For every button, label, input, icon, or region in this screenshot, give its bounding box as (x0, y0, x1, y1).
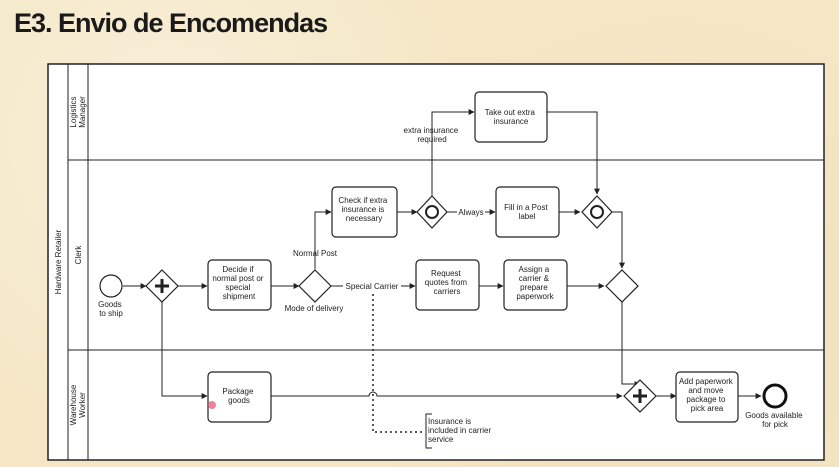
task-extra-insurance (474, 91, 548, 143)
pool-label: Hardware Retailer (54, 229, 63, 294)
parallel-split-gateway (145, 269, 179, 303)
flow-join-to-merge (612, 211, 625, 269)
mode-of-delivery-gateway (298, 269, 332, 303)
flow-split-to-package (161, 302, 208, 399)
start-event (99, 274, 123, 298)
task-add-paperwork-label: Add paperwork and move package to pick a… (679, 377, 735, 413)
end-event-label: Goods available for pick (745, 411, 805, 429)
parallel-join-gateway (623, 379, 657, 413)
flow-insurance-to-join (547, 111, 600, 195)
slide-title: E3. Envio de Encomendas (14, 8, 328, 38)
lane-label-clerk: Clerk (74, 245, 83, 265)
extra-insurance-required-label: extra insurance required (404, 126, 461, 144)
task-check-insurance (331, 186, 398, 238)
start-event-label: Goods to ship (98, 300, 124, 318)
task-fill-post-label-text: Fill in a Post label (504, 203, 550, 221)
flow-package-to-sync (271, 391, 623, 399)
lane-label-warehouse: WarehouseWorker (69, 384, 87, 425)
always-label-bg (457, 206, 485, 217)
task-decide-shipment-label: Decide if normal post or special shipmen… (212, 265, 265, 301)
flow-extra-required (431, 109, 475, 196)
extra-insurance-gateway (416, 195, 448, 229)
lane-label-logistics: LogisticsManager (69, 96, 87, 128)
task-decide-shipment (207, 259, 272, 311)
flow-normal-post (314, 209, 332, 269)
task-check-insurance-label: Check if extra insurance is necessary (338, 196, 389, 223)
annotation-association (372, 294, 422, 433)
always-label: Always (458, 208, 483, 217)
pointer-highlight (208, 401, 216, 409)
task-package-goods-label: Package goods (222, 387, 255, 405)
task-assign-carrier (503, 259, 568, 311)
special-carrier-label: Special Carrier (346, 282, 399, 291)
annotation-text: Insurance is included in carrier service (428, 417, 493, 444)
annotation-bracket (425, 413, 432, 449)
task-request-quotes-label: Request quotes from carriers (425, 269, 469, 296)
flow-merge-to-sync (621, 302, 641, 387)
task-package-goods (207, 371, 272, 423)
mode-of-delivery-label: Mode of delivery (285, 304, 344, 313)
task-assign-carrier-label: Assign a carrier & prepare paperwork (516, 265, 554, 301)
task-extra-insurance-label: Take out extra insurance (485, 108, 537, 126)
normal-post-label: Normal Post (293, 249, 338, 258)
task-add-paperwork (675, 371, 739, 423)
inclusive-join-gateway (581, 195, 613, 229)
end-event (762, 383, 788, 409)
task-fill-post-label (495, 186, 560, 238)
exclusive-merge-gateway (605, 269, 639, 303)
task-request-quotes (415, 259, 480, 311)
special-carrier-label-bg (343, 280, 401, 291)
